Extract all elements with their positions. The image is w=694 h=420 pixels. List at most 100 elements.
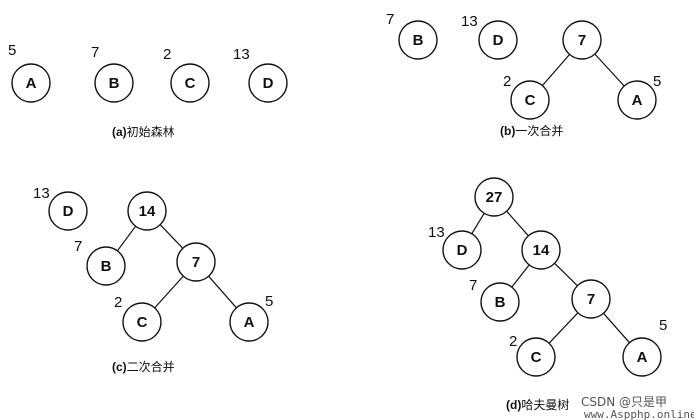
caption-d-text: 哈夫曼树 xyxy=(521,397,569,412)
node-weight-b-D: 13 xyxy=(461,13,478,30)
node-weight-c-A: 5 xyxy=(265,293,273,310)
edge-b-7-to-b-C xyxy=(541,54,571,86)
node-weight-c-B: 7 xyxy=(74,238,82,255)
watermark-line1: CSDN @只是甲 xyxy=(581,395,667,409)
tree-node-b-7: 7 xyxy=(562,20,602,60)
node-circle-d-27 xyxy=(474,177,514,217)
captions-layer: (a)初始森林 (b)一次合并 (c)二次合并 (d)哈夫曼树 xyxy=(112,123,569,412)
node-circle-b-D xyxy=(478,20,518,60)
node-circle-b-7 xyxy=(562,20,602,60)
tree-node-d-7: 7 xyxy=(571,279,611,319)
caption-a: (a)初始森林 xyxy=(112,124,175,139)
node-label-b-A: A xyxy=(632,92,643,109)
caption-b-text: 一次合并 xyxy=(515,123,563,138)
node-weight-a-B: 7 xyxy=(91,44,99,61)
edge-d-14-to-d-B xyxy=(511,264,530,288)
caption-b-tag: (b) xyxy=(500,124,515,138)
caption-d: (d)哈夫曼树 xyxy=(506,397,569,412)
node-circle-d-C xyxy=(516,337,556,377)
node-weight-c-C: 2 xyxy=(114,294,122,311)
watermark: CSDN @只是甲 www.Aspphp.online xyxy=(581,395,694,420)
node-label-c-D: D xyxy=(63,203,74,220)
node-circle-b-A xyxy=(617,80,657,120)
caption-d-tag: (d) xyxy=(506,398,521,412)
node-label-b-C: C xyxy=(525,92,536,109)
node-circle-a-C xyxy=(170,63,210,103)
caption-a-tag: (a) xyxy=(112,125,127,139)
node-circle-b-C xyxy=(510,80,550,120)
node-circle-d-14 xyxy=(521,230,561,270)
tree-node-b-C: C2 xyxy=(503,73,550,120)
node-label-b-B: B xyxy=(413,32,424,49)
tree-node-a-A: A5 xyxy=(8,42,51,103)
tree-node-a-B: B7 xyxy=(91,44,134,103)
node-weight-a-C: 2 xyxy=(163,46,171,63)
node-label-d-C: C xyxy=(531,349,542,366)
node-circle-c-B xyxy=(86,246,126,286)
edge-c-7-to-c-A xyxy=(208,275,237,309)
tree-node-c-C: C2 xyxy=(114,294,162,342)
tree-node-c-14: 14 xyxy=(127,191,167,231)
watermark-line2: www.Aspphp.online xyxy=(584,408,694,420)
node-weight-d-C: 2 xyxy=(509,333,517,350)
node-weight-a-A: 5 xyxy=(8,42,16,59)
node-circle-c-D xyxy=(48,191,88,231)
tree-node-b-B: B7 xyxy=(386,11,438,60)
tree-node-c-B: B7 xyxy=(74,238,126,286)
edge-b-7-to-b-A xyxy=(594,53,625,87)
caption-c-text: 二次合并 xyxy=(127,359,175,374)
node-label-d-7: 7 xyxy=(587,291,595,308)
tree-node-c-7: 7 xyxy=(176,242,216,282)
node-label-a-B: B xyxy=(109,75,120,92)
node-circle-c-C xyxy=(122,302,162,342)
node-label-d-A: A xyxy=(637,349,648,366)
edge-c-7-to-c-C xyxy=(154,275,184,309)
caption-c: (c)二次合并 xyxy=(112,359,175,374)
node-circle-a-D xyxy=(248,63,288,103)
node-label-d-14: 14 xyxy=(533,242,550,259)
tree-node-a-D: D13 xyxy=(233,46,288,103)
node-weight-c-D: 13 xyxy=(33,185,50,202)
node-circle-d-D xyxy=(442,230,482,270)
tree-node-d-14: 14 xyxy=(521,230,561,270)
tree-node-b-D: D 13 xyxy=(461,13,518,60)
tree-node-c-A: A5 xyxy=(229,293,273,342)
node-weight-b-C: 2 xyxy=(503,73,511,90)
caption-b: (b)一次合并 xyxy=(500,123,563,138)
edge-c-14-to-c-7 xyxy=(159,224,184,249)
node-weight-d-B: 7 xyxy=(469,277,477,294)
node-weight-d-D: 13 xyxy=(428,224,445,241)
tree-node-a-C: C2 xyxy=(163,46,210,103)
caption-c-tag: (c) xyxy=(112,360,127,374)
tree-node-d-D: D 13 xyxy=(428,224,482,270)
tree-node-d-A: A5 xyxy=(622,317,667,377)
node-circle-a-A xyxy=(11,63,51,103)
node-circle-d-A xyxy=(622,337,662,377)
edge-d-7-to-d-C xyxy=(548,312,579,344)
tree-node-c-D: D 13 xyxy=(33,185,88,231)
edge-d-27-to-d-14 xyxy=(506,210,529,237)
node-circle-b-B xyxy=(398,20,438,60)
node-weight-b-B: 7 xyxy=(386,11,394,28)
node-weight-b-A: 5 xyxy=(653,73,661,90)
node-label-c-14: 14 xyxy=(139,203,156,220)
node-label-c-C: C xyxy=(137,314,148,331)
node-label-b-D: D xyxy=(493,32,504,49)
node-label-a-A: A xyxy=(26,75,37,92)
node-label-d-D: D xyxy=(457,242,468,259)
node-circle-c-A xyxy=(229,302,269,342)
node-circle-c-7 xyxy=(176,242,216,282)
node-label-b-7: 7 xyxy=(578,32,586,49)
node-label-d-B: B xyxy=(495,294,506,311)
node-circle-a-B xyxy=(94,63,134,103)
edge-c-14-to-c-B xyxy=(116,225,137,252)
node-circle-d-B xyxy=(480,282,520,322)
node-circle-d-7 xyxy=(571,279,611,319)
edges-layer xyxy=(116,53,630,344)
tree-node-d-B: B7 xyxy=(469,277,520,322)
tree-node-b-A: A5 xyxy=(617,73,661,120)
node-circle-c-14 xyxy=(127,191,167,231)
tree-node-d-27: 27 xyxy=(474,177,514,217)
node-label-d-27: 27 xyxy=(486,189,503,206)
